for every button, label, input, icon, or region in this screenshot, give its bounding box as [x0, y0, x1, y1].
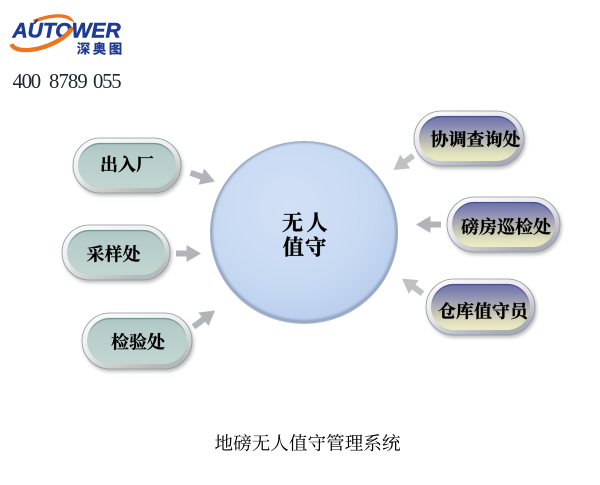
svg-text:8789: 8789 — [49, 71, 87, 93]
svg-text:AUTOWER: AUTOWER — [12, 20, 122, 43]
svg-text:400: 400 — [13, 71, 41, 93]
svg-text:055: 055 — [93, 71, 121, 93]
